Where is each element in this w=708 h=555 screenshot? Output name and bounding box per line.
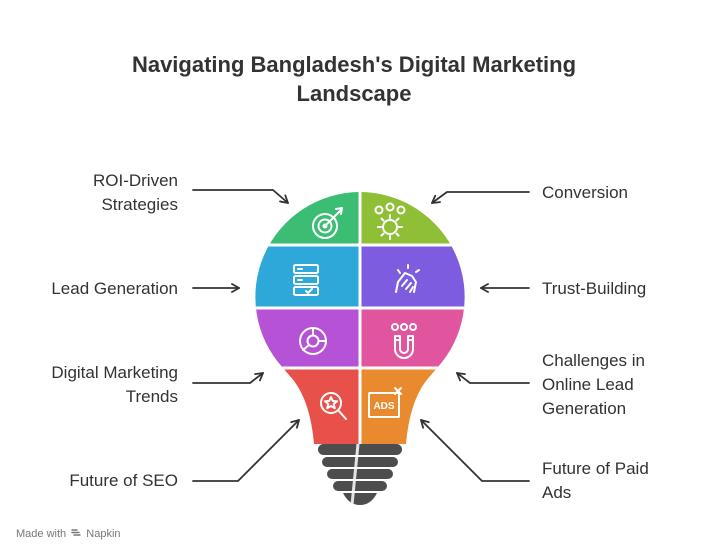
- page-title: Navigating Bangladesh's Digital Marketin…: [0, 50, 708, 108]
- segment-trust-building: [360, 245, 465, 308]
- segment-conversion: [360, 192, 465, 245]
- arrow-roi: [192, 189, 289, 204]
- arrow-digital-trends: [192, 372, 264, 384]
- ads-icon-label: ADS: [373, 401, 394, 412]
- footer-prefix: Made with: [16, 528, 67, 540]
- target-icon: [312, 207, 343, 239]
- bulb-body: [255, 192, 465, 444]
- list-icon: [293, 264, 319, 296]
- title-line-1: Navigating Bangladesh's Digital Marketin…: [131, 52, 577, 77]
- label-conversion: Conversion: [542, 183, 628, 202]
- napkin-logo-icon: [71, 529, 81, 536]
- footer-watermark: Made with Napkin: [16, 527, 121, 540]
- arrow-future-seo: [192, 419, 300, 482]
- segment-challenges: [360, 308, 465, 368]
- arrow-conversion: [431, 191, 530, 204]
- footer-brand: Napkin: [86, 528, 121, 540]
- label-roi-strategies: ROI-Driven Strategies: [92, 171, 178, 214]
- segment-digital-trends: [255, 308, 360, 368]
- arrow-challenges: [456, 372, 530, 384]
- handshake-icon: [395, 264, 420, 293]
- label-challenges: Challenges in Online Lead Generation: [542, 351, 646, 418]
- label-digital-marketing-trends: Digital Marketing Trends: [51, 363, 178, 406]
- title-line-2: Landscape: [296, 81, 412, 106]
- label-lead-generation: Lead Generation: [51, 279, 178, 298]
- search-star-icon: [320, 392, 347, 420]
- magnet-icon: [391, 323, 417, 359]
- bulb-base: [318, 443, 402, 506]
- ads-icon: [368, 387, 402, 418]
- donut-icon: [299, 327, 327, 355]
- label-trust-building: Trust-Building: [542, 279, 647, 298]
- segment-future-seo: [255, 368, 360, 444]
- label-future-of-seo: Future of SEO: [69, 471, 178, 490]
- segment-roi: [255, 192, 360, 245]
- label-future-of-paid-ads: Future of Paid Ads: [542, 459, 649, 502]
- arrow-paid-ads: [420, 419, 530, 482]
- people-gear-icon: [374, 202, 406, 240]
